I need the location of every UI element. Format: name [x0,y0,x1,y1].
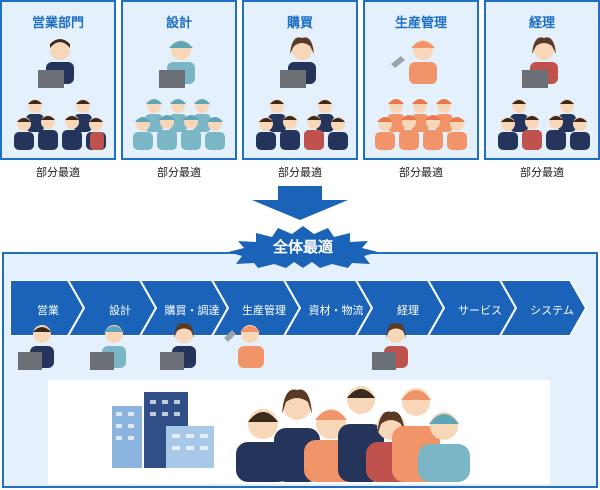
partial-optimization-label: 部分最適 [399,166,443,179]
office-building-icon [112,392,214,468]
factory-team-icon [375,40,467,150]
partial-optimization-label: 部分最適 [157,166,201,179]
down-arrow-icon [252,186,348,220]
dept-panel-sales: 営業部門 [0,0,116,160]
process-step [138,280,230,336]
process-step-label: 生産管理 [242,304,286,317]
process-step-label: 購買・調達 [164,304,220,317]
overall-optimization-label: 全体最適 [272,238,333,256]
process-step-label: 資材・物流 [308,304,364,317]
process-step-label: 設計 [109,304,131,317]
office-team-icon [14,39,106,150]
production-worker-icon [224,325,264,368]
dept-title: 営業部門 [31,16,84,31]
process-step-label: 経理 [397,304,419,317]
sales-worker-icon [18,325,54,370]
process-step [354,280,446,336]
partial-optimization-label: 部分最適 [278,166,322,179]
purchasing-worker-icon [160,323,196,370]
dept-panel-purchasing: 購買 [242,0,358,160]
process-step-label: システム [530,304,574,317]
unified-team-icon [236,386,470,482]
engineer-team-icon [133,40,225,150]
process-step [498,280,588,336]
design-worker-icon [90,325,126,370]
starburst-badge-icon [228,226,378,268]
process-step-label: サービス [458,304,502,317]
process-flow [10,280,588,336]
office-team-icon [498,37,590,150]
process-step [66,280,158,336]
accounting-worker-icon [372,323,408,370]
partial-optimization-label: 部分最適 [36,166,80,179]
dept-title: 経理 [528,16,555,31]
dept-title: 設計 [165,16,192,31]
office-team-icon [256,37,348,150]
dept-title: 生産管理 [394,16,447,31]
process-step [426,280,518,336]
process-step [282,280,374,336]
process-step-label: 営業 [37,304,59,317]
process-step [210,280,302,336]
dept-title: 購買 [286,16,313,31]
partial-optimization-label: 部分最適 [520,166,564,179]
dept-panel-production-control: 生産管理 [363,0,479,160]
dept-panel-design: 設計 [121,0,237,160]
dept-panel-accounting: 経理 [484,0,600,160]
